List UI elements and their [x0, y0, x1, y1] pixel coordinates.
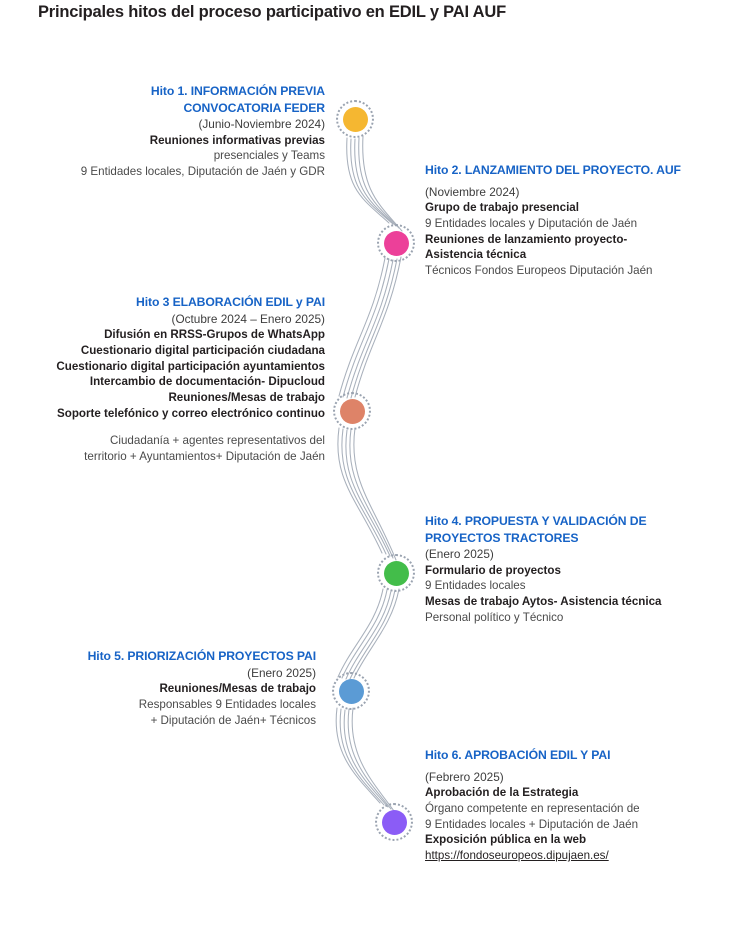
milestone-6-date: (Febrero 2025)	[425, 769, 504, 784]
node-dot-icon	[342, 106, 368, 132]
milestone-4-detail: Mesas de trabajo Aytos- Asistencia técni…	[425, 595, 662, 609]
milestone-node-6[interactable]	[375, 803, 413, 841]
milestone-6-detail: Aprobación de la Estrategia	[425, 785, 579, 799]
node-dot-icon	[383, 560, 409, 586]
milestone-1-date: (Junio-Noviembre 2024)	[198, 117, 325, 132]
fondos-europeos-link[interactable]: https://fondoseuropeos.dipujaen.es/	[425, 849, 609, 863]
milestone-6-detail: Exposición pública en la web	[425, 833, 587, 847]
milestone-6-detail: Órgano competente en representación de	[425, 801, 640, 815]
milestone-node-5[interactable]	[332, 672, 370, 710]
milestone-2-detail: Técnicos Fondos Europeos Diputación Jaén	[425, 264, 653, 278]
milestone-4-detail: Formulario de proyectos	[425, 563, 561, 577]
milestone-3-detail: Ciudadanía + agentes representativos del	[110, 434, 325, 448]
milestone-1-detail: 9 Entidades locales, Diputación de Jaén …	[80, 165, 325, 179]
milestone-2-title: Hito 2. LANZAMIENTO DEL PROYECTO. AUF	[425, 163, 681, 177]
spacer	[10, 422, 325, 433]
milestone-1-detail: Reuniones informativas previas	[149, 133, 325, 147]
milestone-3-detail: Reuniones/Mesas de trabajo	[168, 391, 325, 405]
node-ring-icon	[377, 224, 415, 262]
milestone-3-date: (Octubre 2024 – Enero 2025)	[171, 311, 325, 326]
milestone-5-detail: + Diputación de Jaén+ Técnicos	[150, 713, 316, 727]
node-ring-icon	[332, 672, 370, 710]
milestone-4-date: (Enero 2025)	[425, 547, 494, 562]
milestone-2-date: (Noviembre 2024)	[425, 184, 520, 199]
node-ring-icon	[377, 554, 415, 592]
node-ring-icon	[375, 803, 413, 841]
milestone-3-detail: Intercambio de documentación- Dipucloud	[89, 375, 325, 389]
milestone-6-detail: 9 Entidades locales + Diputación de Jaén	[425, 817, 639, 831]
milestone-node-3[interactable]	[333, 392, 371, 430]
milestone-2-detail: Grupo de trabajo presencial	[425, 200, 579, 214]
milestone-node-2[interactable]	[377, 224, 415, 262]
milestone-3-detail: Difusión en RRSS-Grupos de WhatsApp	[104, 327, 325, 341]
milestone-5-title: Hito 5. PRIORIZACIÓN PROYECTOS PAI	[87, 649, 317, 663]
milestone-block-3: Hito 3 ELABORACIÓN EDIL y PAI (Octubre 2…	[10, 294, 325, 465]
milestone-node-4[interactable]	[377, 554, 415, 592]
milestone-3-detail: territorio + Ayuntamientos+ Diputación d…	[84, 449, 325, 463]
milestone-3-detail: Cuestionario digital participación ciuda…	[80, 343, 325, 357]
connector-bundle-3-4	[337, 427, 397, 561]
milestone-5-detail: Reuniones/Mesas de trabajo	[159, 681, 316, 695]
milestone-1-detail: presenciales y Teams	[213, 149, 325, 163]
milestone-5-date: (Enero 2025)	[247, 665, 316, 680]
node-dot-icon	[338, 678, 364, 704]
connector-bundle-1-2	[346, 135, 403, 232]
milestone-2-detail: 9 Entidades locales y Diputación de Jaén	[425, 216, 638, 230]
milestone-block-4: Hito 4. PROPUESTA Y VALIDACIÓN DE PROYEC…	[425, 513, 725, 626]
connector-bundle-4-5	[337, 588, 400, 680]
milestone-3-detail: Soporte telefónico y correo electrónico …	[57, 407, 325, 421]
node-dot-icon	[339, 398, 365, 424]
connector-bundle-5-6	[335, 707, 395, 812]
milestone-4-detail: Personal político y Técnico	[425, 611, 564, 625]
milestone-3-title: Hito 3 ELABORACIÓN EDIL y PAI	[136, 295, 325, 309]
milestone-block-1: Hito 1. INFORMACIÓN PREVIA CONVOCATORIA …	[20, 83, 325, 180]
milestone-4-title: Hito 4. PROPUESTA Y VALIDACIÓN DE	[425, 514, 647, 528]
milestone-2-detail: Asistencia técnica	[425, 248, 527, 262]
milestone-block-2: Hito 2. LANZAMIENTO DEL PROYECTO. AUF (N…	[425, 162, 725, 279]
milestone-4-detail: 9 Entidades locales	[425, 579, 526, 593]
milestone-1-title: Hito 1. INFORMACIÓN PREVIA	[150, 84, 325, 98]
node-dot-icon	[383, 230, 409, 256]
milestone-2-detail: Reuniones de lanzamiento proyecto-	[425, 232, 628, 246]
node-ring-icon	[333, 392, 371, 430]
milestone-node-1[interactable]	[336, 100, 374, 138]
milestone-block-5: Hito 5. PRIORIZACIÓN PROYECTOS PAI (Ener…	[20, 648, 317, 728]
connector-bundle-2-3	[338, 256, 402, 399]
page-title: Principales hitos del proceso participat…	[38, 3, 506, 21]
milestone-4-title-line2: PROYECTOS TRACTORES	[425, 530, 579, 545]
node-ring-icon	[336, 100, 374, 138]
milestone-6-title: Hito 6. APROBACIÓN EDIL Y PAI	[425, 748, 611, 762]
milestone-5-detail: Responsables 9 Entidades locales	[138, 697, 316, 711]
milestone-1-title-line2: CONVOCATORIA FEDER	[183, 100, 325, 115]
milestone-block-6: Hito 6. APROBACIÓN EDIL Y PAI (Febrero 2…	[425, 747, 725, 864]
node-dot-icon	[381, 809, 407, 835]
milestone-3-detail: Cuestionario digital participación ayunt…	[56, 359, 325, 373]
